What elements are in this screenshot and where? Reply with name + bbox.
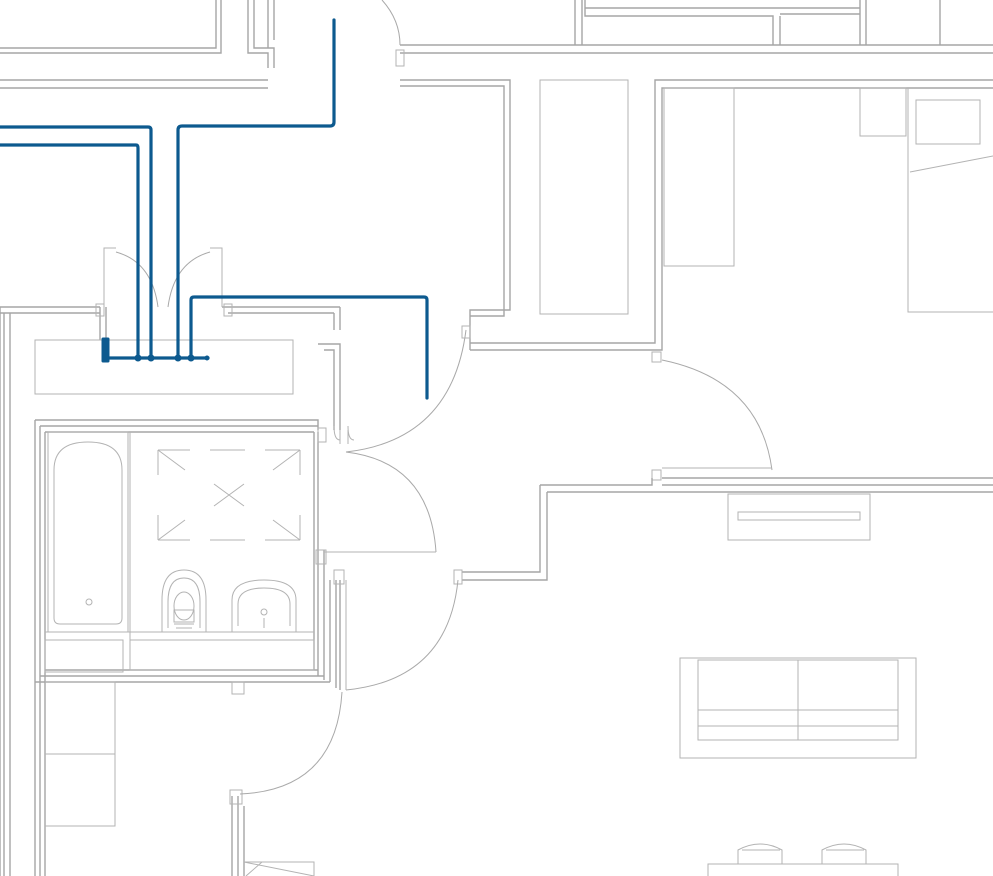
- pipe-supply-b: [0, 125, 153, 360]
- shower-tray: [157, 449, 301, 541]
- manifold-joint-1: [134, 354, 142, 362]
- doors: [95, 0, 471, 553]
- corridor-walls: [0, 0, 275, 89]
- manifold-end: [204, 355, 210, 361]
- pipe-network: [0, 18, 429, 400]
- manifold-joint-4: [187, 354, 195, 362]
- pipe-supply-a: [0, 143, 140, 360]
- washbasin: [231, 579, 297, 632]
- living-room-walls: [345, 477, 993, 691]
- pipe-supply-d: [189, 295, 429, 400]
- sofa: [679, 657, 917, 759]
- bathroom-walls: [0, 306, 345, 876]
- manifold-joint-3: [174, 354, 182, 362]
- manifold-valve: [101, 337, 110, 363]
- pipe-supply-c: [176, 18, 336, 360]
- toilet: [161, 569, 207, 632]
- dining-chairs: [707, 843, 899, 876]
- upper-right-walls: [400, 0, 993, 481]
- bathtub: [47, 431, 129, 633]
- manifold-joint-2: [147, 354, 155, 362]
